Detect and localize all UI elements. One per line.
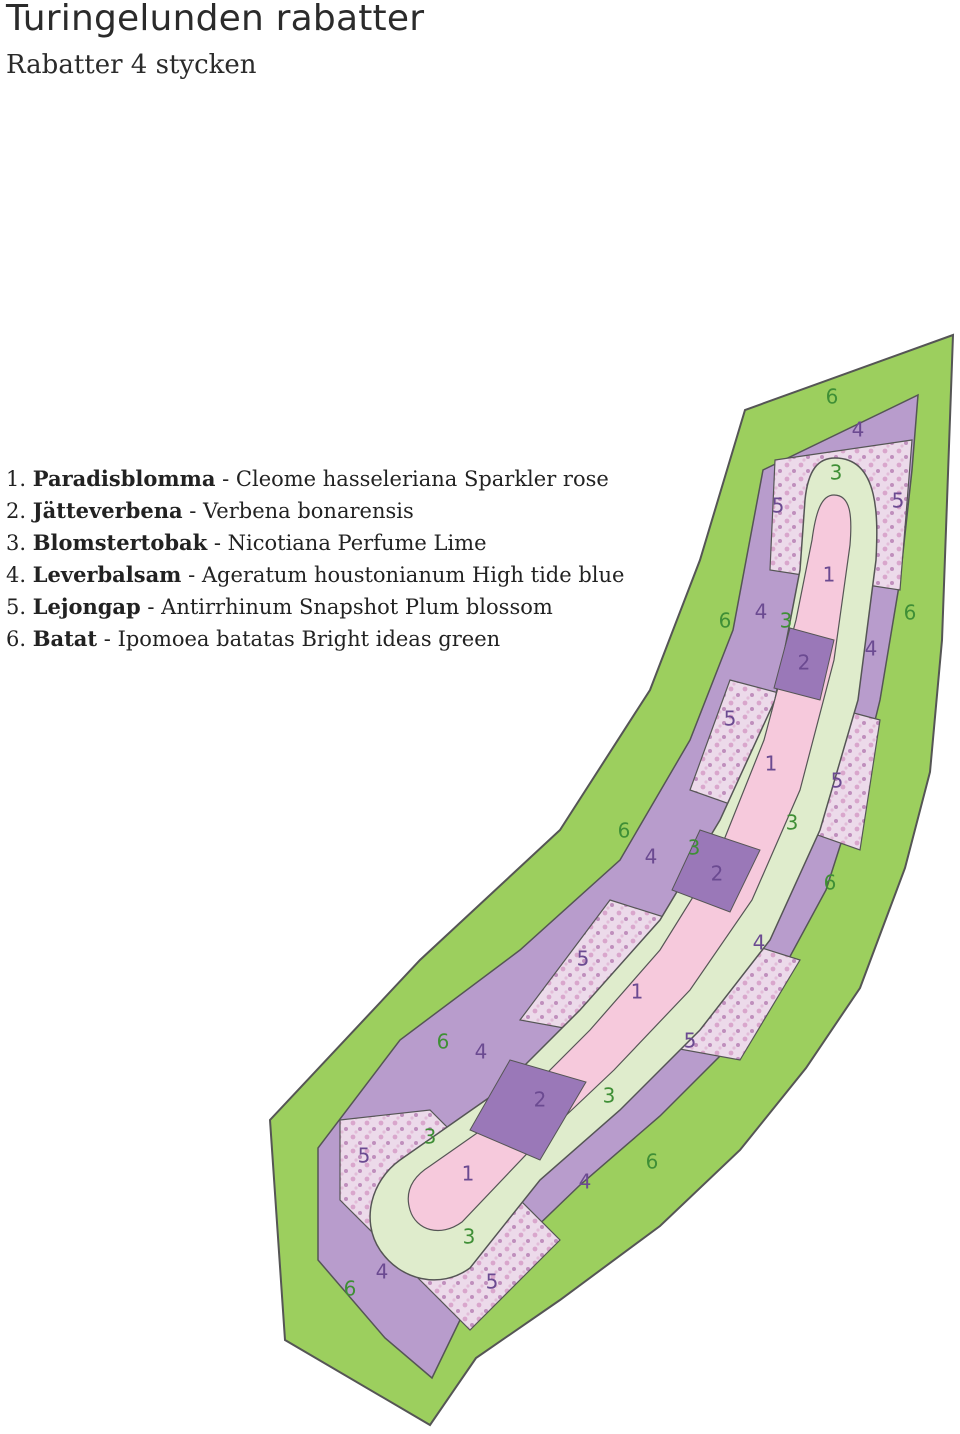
zone-label: 6 (826, 385, 839, 409)
zone-label: 6 (719, 609, 732, 633)
zone-label: 4 (475, 1040, 488, 1064)
zone-label: 1 (631, 980, 644, 1004)
zone-label: 1 (462, 1162, 475, 1186)
zone-label: 4 (376, 1260, 389, 1284)
zone-label: 5 (358, 1144, 371, 1168)
zone-labels: 6 4 3 5 5 1 6 4 3 6 2 4 5 1 5 3 6 4 3 2 … (344, 385, 917, 1301)
zone-label: 6 (618, 819, 631, 843)
legend-item: 4. Leverbalsam - Ageratum houstonianum H… (6, 562, 625, 587)
zone-label: 5 (831, 769, 844, 793)
zone-label: 3 (603, 1084, 616, 1108)
zone-label: 5 (724, 707, 737, 731)
legend-item: 2. Jätteverbena - Verbena bonarensis (6, 498, 414, 523)
legend-item: 5. Lejongap - Antirrhinum Snapshot Plum … (6, 594, 553, 619)
zone-2-patch (671, 829, 761, 913)
zone-label: 2 (534, 1088, 547, 1112)
zone-label: 5 (486, 1270, 499, 1294)
zone-label: 6 (904, 601, 917, 625)
page-title: Turingelunden rabatter (6, 0, 425, 39)
legend-item: 1. Paradisblomma - Cleome hasseleriana S… (6, 466, 609, 491)
zone-label: 4 (755, 600, 768, 624)
zone-label: 3 (786, 811, 799, 835)
zone-label: 1 (765, 752, 778, 776)
zone-label: 3 (780, 609, 793, 633)
zone-label: 1 (823, 563, 836, 587)
zone-1-center (407, 494, 852, 1232)
zone-label: 3 (688, 836, 701, 860)
zone-label: 5 (684, 1029, 697, 1053)
zone-label: 6 (344, 1277, 357, 1301)
zone-label: 6 (437, 1030, 450, 1054)
zone-label: 2 (711, 862, 724, 886)
page-subtitle: Rabatter 4 stycken (6, 50, 257, 80)
zone-label: 5 (577, 947, 590, 971)
zone-label: 3 (424, 1125, 437, 1149)
zone-label: 3 (830, 461, 843, 485)
zone-2-patch (469, 1059, 587, 1161)
legend-item: 3. Blomstertobak - Nicotiana Perfume Lim… (6, 530, 487, 555)
zone-label: 4 (852, 418, 865, 442)
zone-label: 3 (463, 1225, 476, 1249)
legend-item: 6. Batat - Ipomoea batatas Bright ideas … (6, 626, 501, 651)
zone-label: 2 (798, 651, 811, 675)
zone-2-patch (773, 627, 835, 701)
zone-label: 6 (824, 871, 837, 895)
zone-label: 4 (753, 931, 766, 955)
zone-label: 6 (646, 1150, 659, 1174)
zone-label: 5 (772, 494, 785, 518)
zone-label: 4 (579, 1170, 592, 1194)
zone-label: 5 (892, 489, 905, 513)
zone-label: 4 (865, 637, 878, 661)
zone-label: 4 (645, 845, 658, 869)
plant-legend: 1. Paradisblomma - Cleome hasseleriana S… (6, 463, 624, 655)
